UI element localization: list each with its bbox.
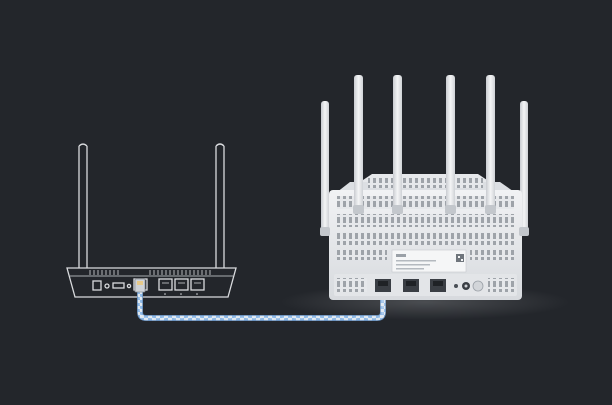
new-router-reset-hole (454, 284, 458, 288)
old-router-antenna-right (215, 143, 225, 268)
old-router-usb-port (112, 282, 125, 289)
new-router-label-sticker (391, 249, 467, 273)
old-router-lan-port-3 (190, 278, 205, 291)
new-router (280, 75, 570, 320)
new-router-antenna-4 (446, 75, 455, 213)
old-router-body (66, 267, 237, 298)
old-router (66, 143, 237, 298)
new-router-power-button (472, 280, 484, 292)
new-router-antenna-1 (321, 101, 329, 235)
old-router-lan-port-1 (158, 278, 173, 291)
new-router-vents (337, 196, 514, 260)
old-router-power-port (92, 280, 102, 291)
old-router-lan-port-2 (174, 278, 189, 291)
old-router-reset-hole (104, 283, 110, 289)
old-router-vents (89, 270, 211, 275)
new-router-antenna-5 (486, 75, 495, 213)
old-router-antenna-left (78, 143, 88, 268)
new-router-antenna-3 (393, 75, 402, 213)
cable-connector-old-router (134, 278, 146, 293)
new-router-antenna-2 (354, 75, 363, 213)
